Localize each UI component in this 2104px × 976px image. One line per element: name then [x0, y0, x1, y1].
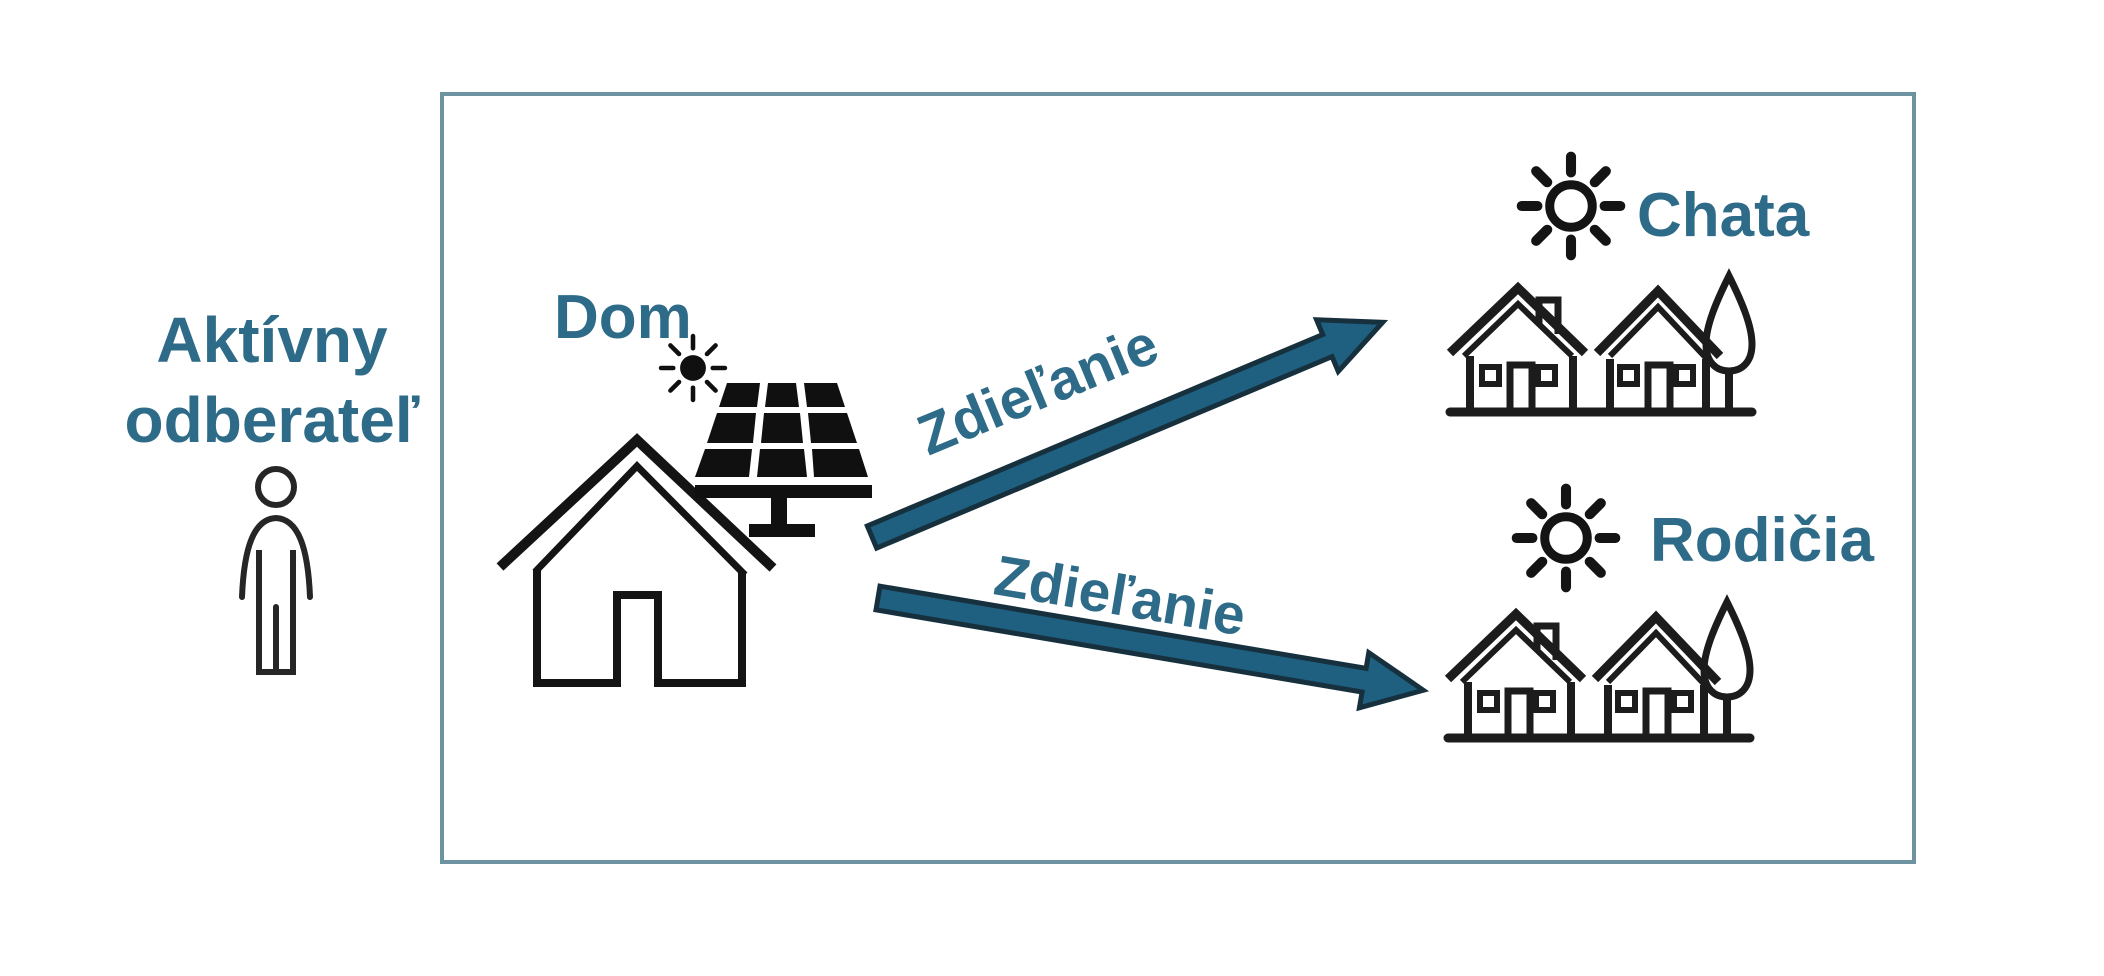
house1-window-left — [1477, 690, 1500, 713]
house-walls-door — [533, 570, 746, 687]
house2-roof — [1591, 610, 1722, 686]
target-label-chata: Chata — [1637, 181, 1810, 250]
house1-door — [1506, 361, 1536, 412]
house-roof-outer — [496, 433, 777, 572]
arrow-to-rodicia — [873, 583, 1430, 712]
sun-outline-icon-rodicia — [1511, 483, 1621, 593]
solar-panel-cells — [695, 383, 872, 537]
house1-chimney — [1533, 622, 1560, 660]
solar-panel-frame — [695, 485, 872, 498]
person-head — [255, 466, 297, 508]
house1-chimney — [1535, 296, 1562, 334]
sun-rays — [658, 333, 728, 403]
solar-panel-leg — [771, 498, 787, 524]
actor-label-line2: odberateľ — [124, 384, 420, 456]
house1-window-left — [1479, 364, 1502, 387]
person-icon — [239, 466, 313, 675]
arrow-to-chata — [864, 317, 1389, 552]
house2-roof — [1593, 284, 1724, 360]
arrow-to-rodicia-shape — [873, 583, 1430, 712]
person-outline — [239, 466, 313, 675]
house1-door — [1504, 687, 1534, 738]
house2-window-right — [1671, 690, 1694, 713]
tree — [1702, 268, 1756, 375]
solar-panel-base — [749, 524, 815, 537]
sun-outline-icon-chata — [1516, 151, 1626, 261]
house1-roof — [1446, 281, 1589, 357]
house1-window-right — [1533, 690, 1556, 713]
person-shoulders-arms — [239, 514, 313, 600]
sun-outline-shapes — [1516, 151, 1626, 261]
houses-shapes — [1445, 268, 1757, 417]
house1-roof — [1444, 607, 1587, 683]
houses-with-tree-icon-rodicia — [1443, 594, 1755, 743]
sun-outline-shapes — [1511, 483, 1621, 593]
actor-label-line1: Aktívny — [156, 304, 388, 376]
sharing-group-frame — [440, 92, 1916, 864]
house1-window-right — [1535, 364, 1558, 387]
house2-window-left — [1617, 364, 1640, 387]
solar-panel-icon — [695, 383, 872, 537]
houses-with-tree-icon-chata — [1445, 268, 1757, 417]
sun-filled-icon — [658, 333, 728, 403]
house-outline-icon — [496, 433, 777, 687]
source-label: Dom — [554, 283, 692, 352]
sun-core — [680, 355, 706, 381]
arrow-to-chata-shape — [864, 317, 1389, 552]
house2-window-left — [1615, 690, 1638, 713]
tree — [1700, 594, 1754, 701]
houses-shapes — [1443, 594, 1755, 743]
actor-label: Aktívny odberateľ — [90, 300, 454, 460]
target-label-rodicia: Rodičia — [1650, 506, 1874, 575]
house-shapes — [496, 433, 777, 687]
house2-door — [1642, 687, 1672, 738]
house2-window-right — [1673, 364, 1696, 387]
house-roof-inner — [532, 460, 748, 578]
house2-door — [1644, 361, 1674, 412]
